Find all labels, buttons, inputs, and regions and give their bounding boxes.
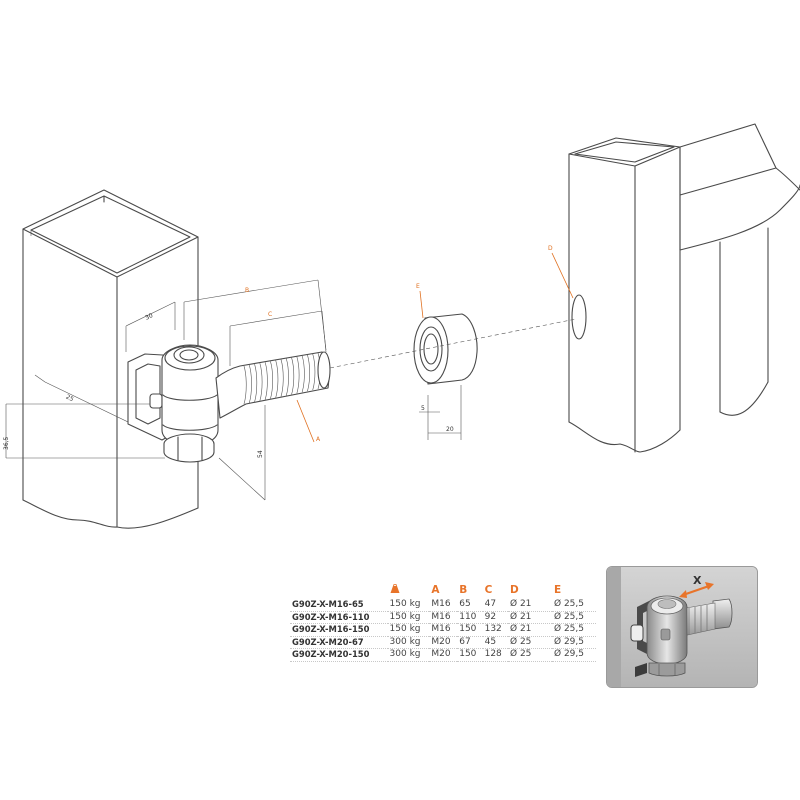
value-e: Ø 29,5	[552, 648, 596, 662]
weight-icon	[390, 583, 400, 593]
table-row: G90Z-X-M20-150 300 kg M20 150 128 Ø 25 Ø…	[290, 648, 596, 662]
product-photo-inset: X	[606, 566, 758, 688]
value-e: Ø 25,5	[552, 623, 596, 637]
value-e: Ø 29,5	[552, 636, 596, 649]
value-d: Ø 21	[508, 599, 552, 612]
callout-c: C	[268, 311, 272, 318]
model-code: G90Z-X-M16-110	[290, 611, 388, 624]
table-header-e: E	[554, 584, 562, 596]
table-row: G90Z-X-M20-67 300 kg M20 67 45 Ø 25 Ø 29…	[290, 636, 596, 649]
load-value: 300 kg	[387, 648, 430, 662]
value-a: M16	[429, 599, 458, 612]
value-e: Ø 25,5	[552, 611, 596, 624]
callout-e: E	[416, 283, 420, 290]
value-a: M16	[429, 623, 458, 637]
table-header-a: A	[431, 584, 440, 596]
value-d: Ø 25	[508, 648, 552, 662]
dimension-lines	[5, 279, 462, 501]
dim-30: 30	[144, 312, 154, 322]
double-arrow-icon	[679, 582, 714, 598]
value-a: M16	[429, 611, 458, 624]
thread-ridge	[264, 362, 268, 400]
model-code: G90Z-X-M20-150	[290, 648, 388, 662]
dim-25: 25	[65, 394, 75, 404]
value-d: Ø 21	[508, 611, 552, 624]
load-value: 150 kg	[387, 599, 430, 612]
load-value: 150 kg	[387, 623, 430, 637]
bolt-thread	[243, 352, 321, 405]
thread-ridge	[291, 357, 295, 395]
threaded-bolt	[215, 351, 331, 419]
thread-ridge	[301, 355, 305, 393]
thread-ridge	[243, 365, 247, 405]
value-b: 67	[457, 636, 483, 649]
value-c: 47	[482, 599, 508, 612]
value-b: 150	[457, 623, 483, 637]
value-c: 132	[482, 623, 508, 637]
technical-drawing: 30 25 36,5 54 5 20 B C A E D	[3, 123, 800, 529]
thread-ridge	[254, 364, 258, 402]
value-c: 92	[482, 611, 508, 624]
table-header-d: D	[510, 584, 519, 596]
thread-ridge	[285, 358, 289, 396]
value-a: M20	[429, 636, 458, 649]
table-header-row: A B C D E	[290, 583, 596, 599]
table-header-code	[290, 584, 388, 599]
value-e: Ø 25,5	[552, 599, 596, 612]
dim-20: 20	[446, 426, 454, 433]
table-header-load	[388, 583, 430, 599]
dim-5: 5	[421, 405, 425, 412]
value-a: M20	[429, 648, 458, 662]
value-c: 128	[482, 648, 508, 662]
callout-a: A	[316, 436, 321, 443]
thread-ridge	[270, 361, 273, 399]
table-row: G90Z-X-M16-150 150 kg M16 150 132 Ø 21 Ø…	[290, 623, 596, 637]
hinge-photo	[607, 567, 757, 687]
load-value: 300 kg	[387, 636, 430, 649]
adjustment-x-label: X	[693, 574, 702, 587]
thread-ridge	[275, 360, 279, 398]
right-gate-frame	[568, 123, 800, 453]
value-d: Ø 21	[508, 623, 552, 637]
value-c: 45	[482, 636, 508, 649]
thread-ridge	[280, 359, 284, 397]
value-d: Ø 25	[508, 636, 552, 649]
left-post	[22, 189, 199, 529]
hinge-body	[127, 344, 219, 463]
thread-ridge	[307, 354, 310, 392]
thread-ridge	[259, 363, 263, 401]
callout-leaders	[296, 252, 574, 443]
thread-ridge	[296, 356, 300, 394]
model-code: G90Z-X-M16-65	[290, 599, 388, 612]
table-header-c: C	[484, 584, 493, 596]
thread-ridge	[312, 353, 316, 391]
table-header-b: B	[459, 584, 468, 596]
model-code: G90Z-X-M20-67	[290, 636, 388, 649]
load-value: 150 kg	[387, 611, 430, 624]
dim-54: 54	[257, 450, 264, 458]
value-b: 110	[457, 611, 483, 624]
value-b: 150	[457, 648, 483, 662]
spec-table: A B C D E G90Z-X-M16-65 150 kg M16 65 47…	[290, 583, 596, 662]
table-row: G90Z-X-M16-110 150 kg M16 110 92 Ø 21 Ø …	[290, 611, 596, 624]
callout-b: B	[245, 287, 249, 294]
value-b: 65	[457, 599, 483, 612]
table-row: G90Z-X-M16-65 150 kg M16 65 47 Ø 21 Ø 25…	[290, 599, 596, 612]
model-code: G90Z-X-M16-150	[290, 623, 388, 637]
dim-36-5: 36,5	[3, 436, 10, 450]
thread-ridge	[248, 364, 252, 404]
sleeve-washer	[413, 313, 478, 385]
callout-d: D	[548, 245, 553, 252]
